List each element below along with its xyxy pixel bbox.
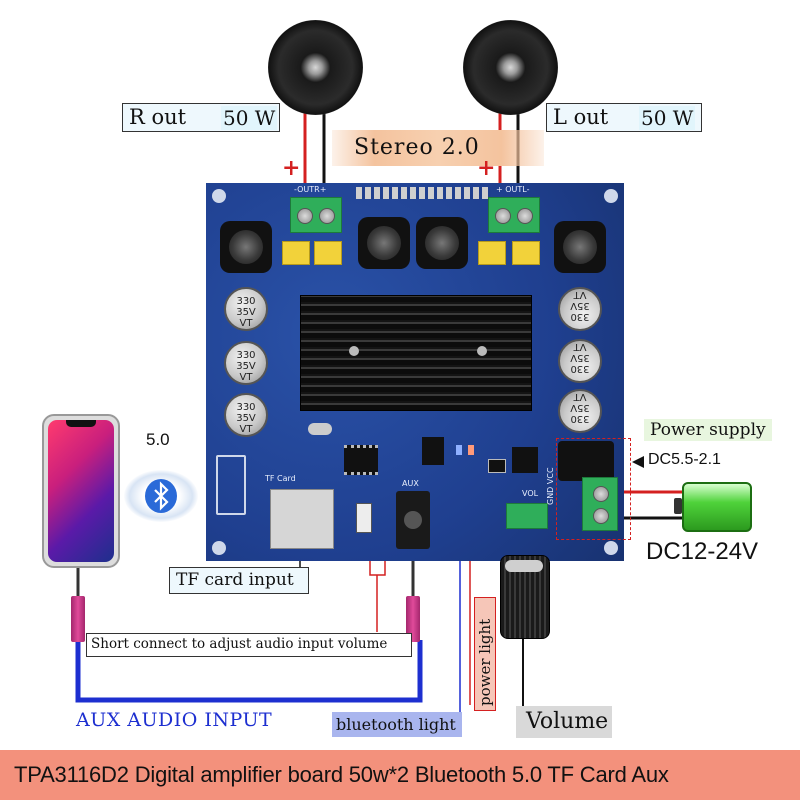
r-out-watt: 50 W <box>221 106 278 130</box>
inductor <box>220 221 272 273</box>
vol-silk: VOL <box>522 489 539 498</box>
bluetooth-led <box>456 445 462 455</box>
bluetooth-light-box: bluetooth light <box>332 712 462 737</box>
aux-plug-left <box>71 596 85 642</box>
short-connect-box: Short connect to adjust audio input volu… <box>86 633 412 657</box>
film-capacitor <box>512 241 540 265</box>
crystal <box>308 423 332 435</box>
power-led <box>468 445 474 455</box>
power-light-box: power light <box>474 597 496 711</box>
l-out-watt: 50 W <box>639 106 696 130</box>
r-out-label: R out <box>129 105 187 129</box>
smartphone <box>42 414 120 568</box>
regulator-chip <box>512 447 538 473</box>
right-speaker <box>268 20 363 115</box>
aux-silk: AUX <box>402 479 419 488</box>
film-capacitor <box>314 241 342 265</box>
bluetooth-icon <box>124 470 198 522</box>
bluetooth-light-label: bluetooth light <box>336 715 456 734</box>
stereo-banner: Stereo 2.0 <box>332 130 544 166</box>
inductor <box>416 217 468 269</box>
power-supply-label: Power supply <box>650 420 766 440</box>
pin-header-strip <box>356 187 491 199</box>
aux-plug-right <box>406 596 420 642</box>
out-r-silk: -OUTR+ <box>294 185 327 194</box>
film-capacitor <box>478 241 506 265</box>
plus-marker-r: + <box>282 155 301 181</box>
aux-jack: AUX <box>396 479 430 549</box>
power-outline <box>556 438 631 540</box>
tf-slot-silk: TF Card <box>265 474 296 483</box>
terminal-r <box>290 197 342 233</box>
bluetooth-chip <box>344 445 378 475</box>
power-light-label: power light <box>476 618 494 706</box>
power-terminal <box>582 477 618 531</box>
mount-hole <box>212 189 226 203</box>
mount-hole <box>212 541 226 555</box>
film-capacitor <box>282 241 310 265</box>
stereo-label: Stereo 2.0 <box>354 135 480 160</box>
product-banner: TPA3116D2 Digital amplifier board 50w*2 … <box>0 750 800 800</box>
bluetooth-version: 5.0 <box>146 430 170 449</box>
smd-part <box>488 459 506 473</box>
l-out-label: L out <box>553 105 609 129</box>
volume-label: Volume <box>526 709 609 734</box>
tf-card-box: TF card input <box>169 567 309 594</box>
mount-hole <box>604 189 618 203</box>
plus-marker-l: + <box>477 155 496 181</box>
left-speaker <box>463 20 558 115</box>
power-supply-box: Power supply <box>644 419 772 441</box>
product-title: TPA3116D2 Digital amplifier board 50w*2 … <box>14 762 669 787</box>
dc-jack-label: DC5.5-2.1 <box>648 451 721 468</box>
inductor <box>358 217 410 269</box>
l-out-box: L out 50 W <box>546 103 702 132</box>
r-out-box: R out 50 W <box>122 103 280 132</box>
gnd-vcc-silk: GND VCC <box>546 467 555 505</box>
opamp-chip <box>422 437 444 465</box>
bluetooth-antenna <box>216 455 246 515</box>
terminal-l <box>488 197 540 233</box>
volume-pot-base <box>506 503 548 529</box>
volume-knob[interactable] <box>500 555 550 639</box>
tf-card-slot: TF Card <box>265 474 334 549</box>
dc-jack <box>558 441 614 481</box>
inductor <box>554 221 606 273</box>
tf-card-label: TF card input <box>176 570 294 590</box>
battery-icon <box>674 482 752 532</box>
aux-audio-input-label: AUX AUDIO INPUT <box>76 709 273 731</box>
mount-hole <box>604 541 618 555</box>
heatsink <box>300 295 532 411</box>
dc-range-label: DC12-24V <box>646 538 759 565</box>
short-connect-label: Short connect to adjust audio input volu… <box>91 636 388 652</box>
out-l-silk: + OUTL- <box>496 185 530 194</box>
volume-box: Volume <box>516 706 612 738</box>
volume-jumper <box>356 503 372 533</box>
